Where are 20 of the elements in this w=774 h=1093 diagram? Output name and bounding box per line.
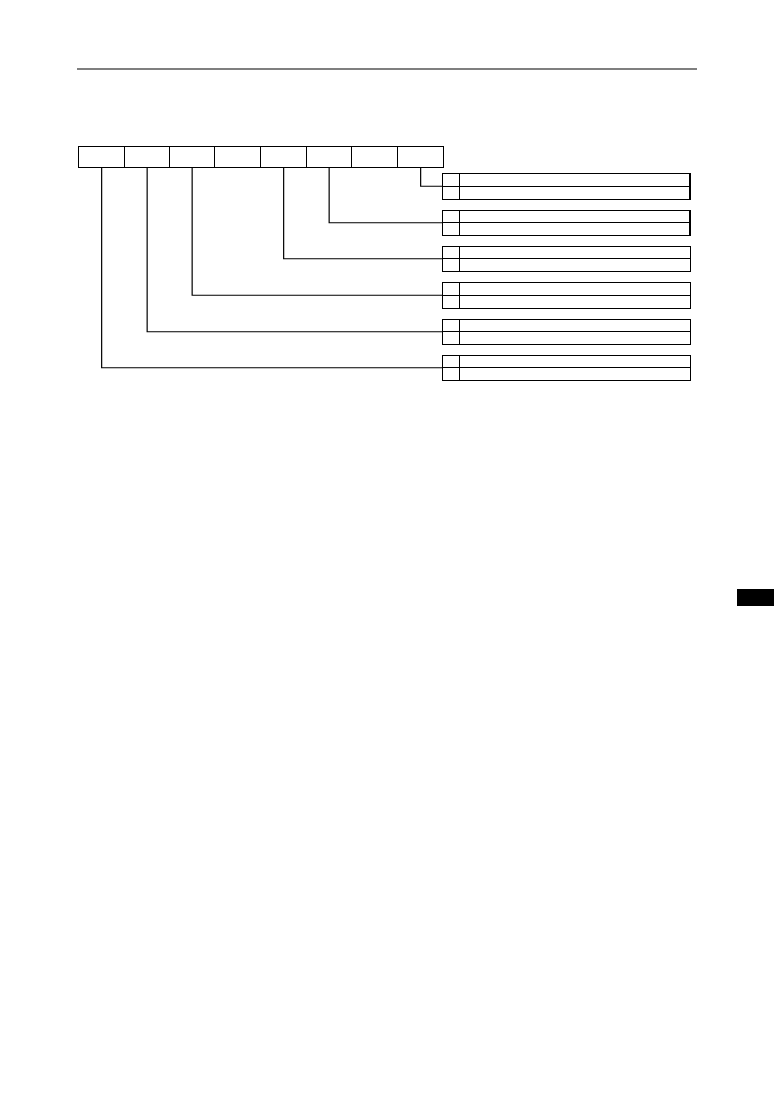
- bit-field-cell: [78, 146, 126, 168]
- leader-line: [146, 166, 443, 333]
- field-description-table: [442, 318, 691, 345]
- leader-line: [328, 166, 443, 224]
- bit-field-cell: [169, 146, 216, 168]
- bit-field-cell: [397, 146, 445, 168]
- field-description-table: [442, 173, 691, 200]
- leader-line: [191, 166, 443, 296]
- bit-field-cell: [124, 146, 171, 168]
- field-description-table: [442, 282, 691, 309]
- bit-field-cell: [351, 146, 399, 168]
- field-description-table: [442, 209, 691, 236]
- bit-field-cell: [260, 146, 308, 168]
- bit-field-cell: [306, 146, 353, 168]
- leader-line: [420, 166, 443, 187]
- field-description-table: [442, 245, 691, 272]
- bit-field-cell: [214, 146, 262, 168]
- leader-line: [101, 166, 443, 369]
- leader-line: [283, 166, 443, 260]
- field-description-table: [442, 354, 691, 381]
